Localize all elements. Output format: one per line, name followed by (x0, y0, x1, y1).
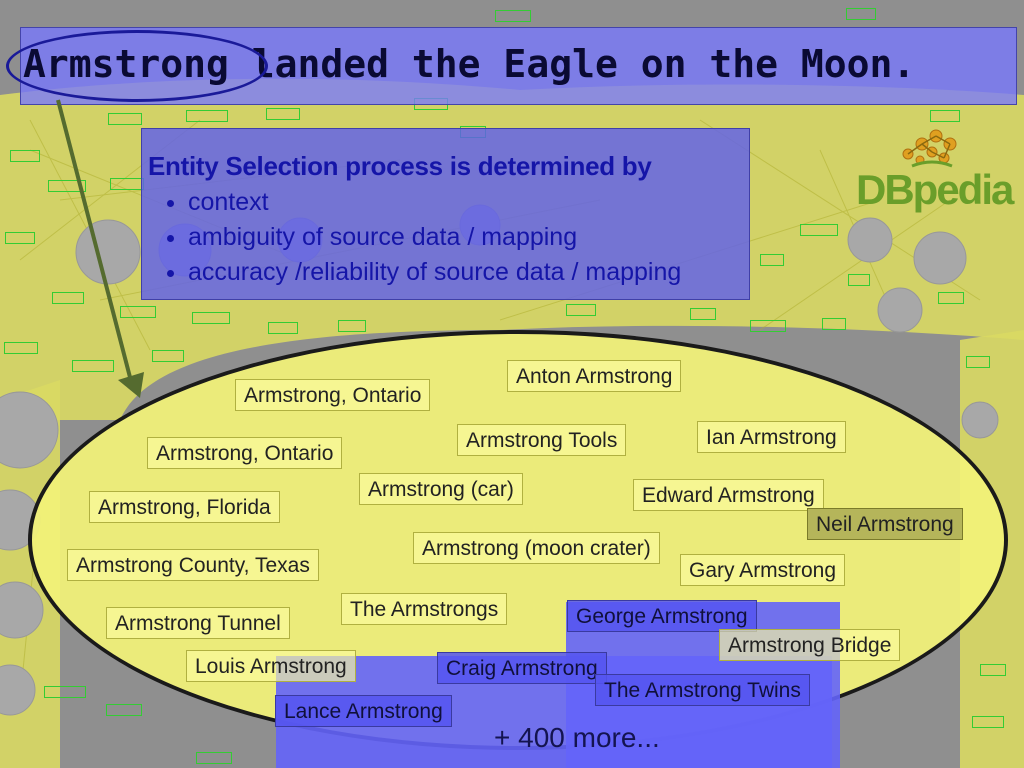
graph-marker (338, 320, 366, 332)
graph-marker (972, 716, 1004, 728)
info-box-title: Entity Selection process is determined b… (148, 151, 652, 181)
graph-marker (108, 113, 142, 125)
graph-marker (5, 232, 35, 244)
graph-marker (846, 8, 876, 20)
graph-marker (44, 686, 86, 698)
graph-marker (822, 318, 846, 330)
graph-marker (120, 306, 156, 318)
info-box-bullets: context ambiguity of source data / mappi… (142, 185, 681, 290)
candidate-entity[interactable]: The Armstrongs (341, 593, 508, 625)
graph-marker (760, 254, 784, 266)
candidate-entity[interactable]: Craig Armstrong (437, 652, 607, 684)
candidate-entity[interactable]: The Armstrong Twins (595, 674, 810, 706)
selected-candidate-entity[interactable]: Neil Armstrong (807, 508, 963, 540)
graph-marker (106, 704, 142, 716)
candidate-entity[interactable]: Armstrong, Florida (89, 491, 280, 523)
graph-marker (52, 292, 84, 304)
graph-marker (10, 150, 40, 162)
candidate-entity[interactable]: Armstrong County, Texas (67, 549, 319, 581)
graph-marker (690, 308, 716, 320)
candidate-entity[interactable]: Armstrong (car) (359, 473, 523, 505)
graph-marker (152, 350, 184, 362)
candidate-entity[interactable]: Armstrong Tunnel (106, 607, 290, 639)
candidate-entity[interactable]: Armstrong Bridge (719, 629, 901, 661)
candidate-entity[interactable]: Edward Armstrong (633, 479, 824, 511)
candidate-entity[interactable]: Ian Armstrong (697, 421, 846, 453)
dbpedia-logo: DBpedia (856, 128, 1016, 213)
candidate-entity[interactable]: Armstrong (moon crater) (413, 532, 660, 564)
graph-marker (196, 752, 232, 764)
graph-marker (4, 342, 38, 354)
candidate-entity[interactable]: Louis Armstrong (186, 650, 356, 682)
info-bullet: context (188, 185, 681, 220)
graph-marker (186, 110, 228, 122)
graph-marker (848, 274, 870, 286)
candidate-entity[interactable]: Gary Armstrong (680, 554, 846, 586)
graph-marker (750, 320, 786, 332)
graph-marker (268, 322, 298, 334)
candidate-entity[interactable]: Lance Armstrong (275, 695, 452, 727)
graph-marker (930, 110, 960, 122)
graph-marker (192, 312, 230, 324)
candidate-entity[interactable]: Armstrong Tools (457, 424, 627, 456)
candidate-entity[interactable]: Armstrong, Ontario (147, 437, 343, 469)
candidate-entity[interactable]: Anton Armstrong (507, 360, 682, 392)
graph-marker (266, 108, 300, 120)
mention-highlight-ellipse (6, 30, 268, 102)
graph-marker (800, 224, 838, 236)
candidate-entity[interactable]: George Armstrong (567, 600, 757, 632)
graph-marker (980, 664, 1006, 676)
info-bullet: accuracy /reliability of source data / m… (188, 255, 681, 290)
graph-marker (72, 360, 114, 372)
graph-marker (48, 180, 86, 192)
info-box: Entity Selection process is determined b… (141, 128, 750, 300)
info-bullet: ambiguity of source data / mapping (188, 220, 681, 255)
dbpedia-logo-text: DBpedia (856, 166, 1014, 213)
more-candidates-label: + 400 more... (494, 722, 660, 753)
candidate-entity[interactable]: Armstrong, Ontario (235, 379, 431, 411)
graph-marker (566, 304, 596, 316)
graph-marker (495, 10, 531, 22)
graph-marker (938, 292, 964, 304)
graph-marker (966, 356, 990, 368)
dbpedia-logo-icon (902, 129, 957, 168)
